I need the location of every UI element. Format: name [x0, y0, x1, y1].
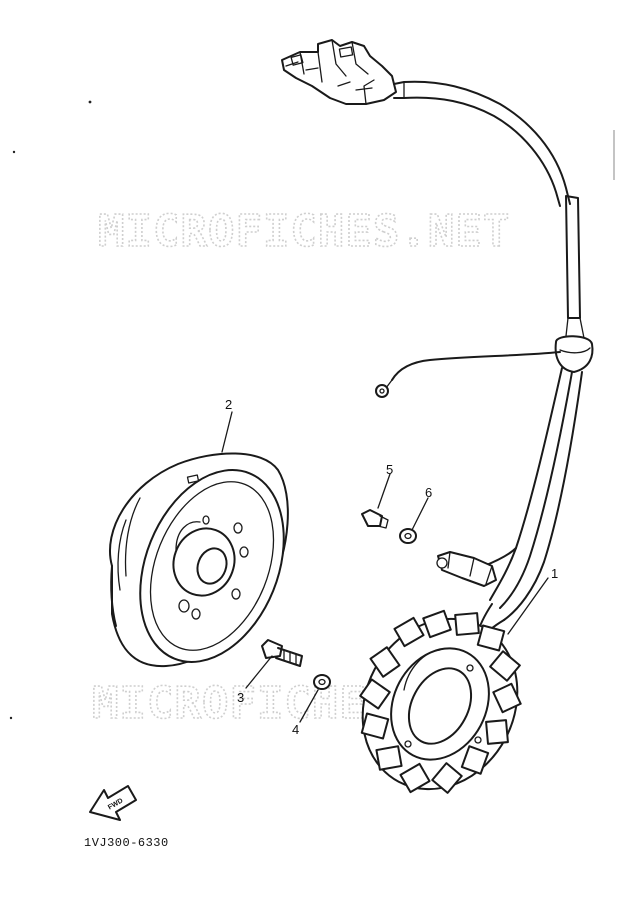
callout-3: 3	[237, 690, 244, 705]
watermark-top: MICROFICHES.NET	[98, 206, 510, 257]
leader-lines	[221, 411, 549, 723]
bolt-icon	[261, 639, 303, 667]
wire-harness	[281, 39, 594, 641]
pickup-coil-icon	[436, 551, 497, 587]
callout-4: 4	[292, 722, 299, 737]
forward-arrow-icon: FWD	[89, 785, 137, 821]
callout-5: 5	[386, 462, 393, 477]
callout-6: 6	[425, 485, 432, 500]
connector-icon	[281, 39, 397, 105]
stator-assembly	[359, 609, 522, 794]
washer-icon	[313, 674, 331, 690]
callout-2: 2	[225, 397, 232, 412]
scan-specks	[9, 100, 615, 720]
washer-small-icon	[399, 528, 417, 544]
callout-1: 1	[551, 566, 558, 581]
rotor-flywheel	[109, 452, 289, 668]
diagram-code: 1VJ300-6330	[84, 836, 169, 850]
screw-icon	[361, 509, 389, 529]
